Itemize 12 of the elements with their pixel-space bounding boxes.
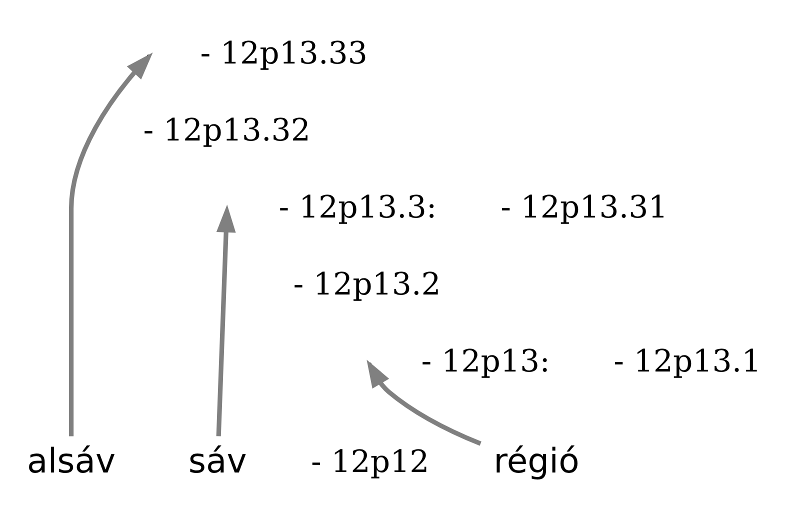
label: - 12p13: bbox=[421, 343, 550, 380]
node-text: sáv bbox=[188, 441, 247, 480]
label: - 12p13.1 bbox=[614, 343, 762, 380]
label: - 12p13.32 bbox=[143, 112, 310, 148]
label: - 12p12 bbox=[310, 443, 430, 480]
node-text: régió bbox=[494, 441, 580, 480]
label: - 12p13.31 bbox=[500, 189, 668, 226]
label: - 12p13.3: bbox=[278, 189, 437, 226]
label: - 12p13.33 bbox=[200, 35, 368, 72]
label: - 12p13.2 bbox=[293, 266, 441, 302]
node-text: alsáv bbox=[26, 441, 116, 480]
arrow bbox=[216, 204, 236, 436]
